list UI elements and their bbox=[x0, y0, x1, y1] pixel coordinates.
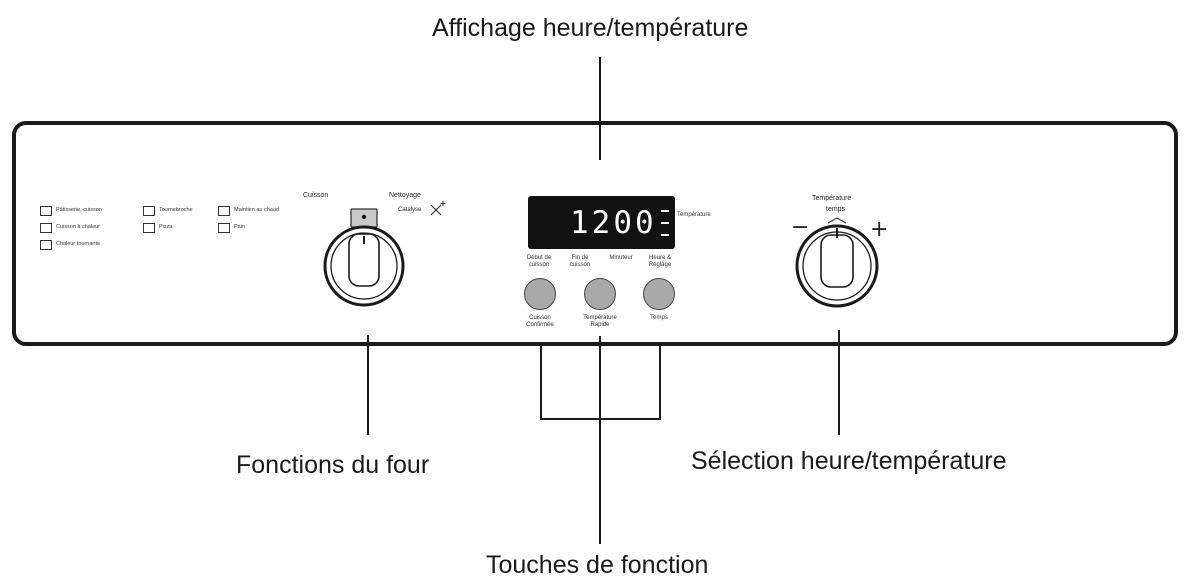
oven-top-bottom-icon bbox=[40, 206, 52, 216]
time-temperature-display bbox=[528, 196, 675, 249]
function-key-time[interactable] bbox=[643, 278, 675, 310]
label-time: Temps bbox=[650, 315, 668, 321]
oven-fan-grill-icon bbox=[40, 240, 52, 250]
leader-line-key-left bbox=[540, 343, 542, 419]
function-key-fast-temperature[interactable] bbox=[584, 278, 616, 310]
label-clock-setting: Heure &Réglage bbox=[648, 255, 672, 268]
display-side-label: Température bbox=[677, 212, 711, 218]
function-label: Pâtisserie, cuisson bbox=[56, 207, 102, 213]
function-label: Tournebroche bbox=[159, 207, 193, 213]
knob-label-cooking: Cuisson bbox=[303, 192, 329, 199]
function-key-confirmed-cooking[interactable] bbox=[524, 278, 556, 310]
sparkle-icon bbox=[430, 201, 446, 216]
function-label: Cuisson à chaleur bbox=[56, 224, 101, 230]
oven-control-panel bbox=[12, 121, 1178, 346]
callout-function-keys: Touches de fonction bbox=[486, 551, 709, 579]
minus-sign: − bbox=[791, 215, 810, 240]
function-label: Pizza bbox=[159, 224, 173, 230]
leader-line-function-keys bbox=[599, 336, 601, 544]
display-digits: 1200 bbox=[570, 205, 657, 241]
plus-sign: + bbox=[870, 217, 889, 242]
leader-line-selection bbox=[838, 330, 840, 435]
label-timer: Minuteur bbox=[609, 255, 633, 261]
keep-warm-icon bbox=[218, 206, 230, 216]
bread-icon bbox=[218, 223, 230, 233]
callout-display: Affichage heure/température bbox=[432, 14, 749, 42]
leader-line-display bbox=[599, 57, 601, 160]
display-level-bars bbox=[661, 210, 669, 236]
oven-function-knob[interactable] bbox=[304, 200, 424, 320]
knob-label-cleaning: Nettoyage bbox=[389, 192, 421, 199]
knob-label-temperature: Température bbox=[812, 195, 852, 202]
oven-fan-icon bbox=[40, 223, 52, 233]
callout-selection: Sélection heure/température bbox=[691, 447, 1007, 475]
function-label: Pain bbox=[234, 224, 246, 230]
rotisserie-icon bbox=[143, 206, 155, 216]
function-label: Maintien au chaud bbox=[234, 207, 279, 213]
callout-oven-functions: Fonctions du four bbox=[236, 451, 430, 479]
leader-line-key-right bbox=[659, 343, 661, 419]
function-label: Chaleur tournante bbox=[56, 241, 101, 247]
time-temperature-knob[interactable] bbox=[782, 215, 892, 325]
knob-label-time: temps bbox=[826, 206, 846, 213]
knob-label-catalysis: Catalyse bbox=[398, 207, 422, 213]
leader-line-oven-functions bbox=[367, 335, 369, 435]
pizza-icon bbox=[143, 223, 155, 233]
